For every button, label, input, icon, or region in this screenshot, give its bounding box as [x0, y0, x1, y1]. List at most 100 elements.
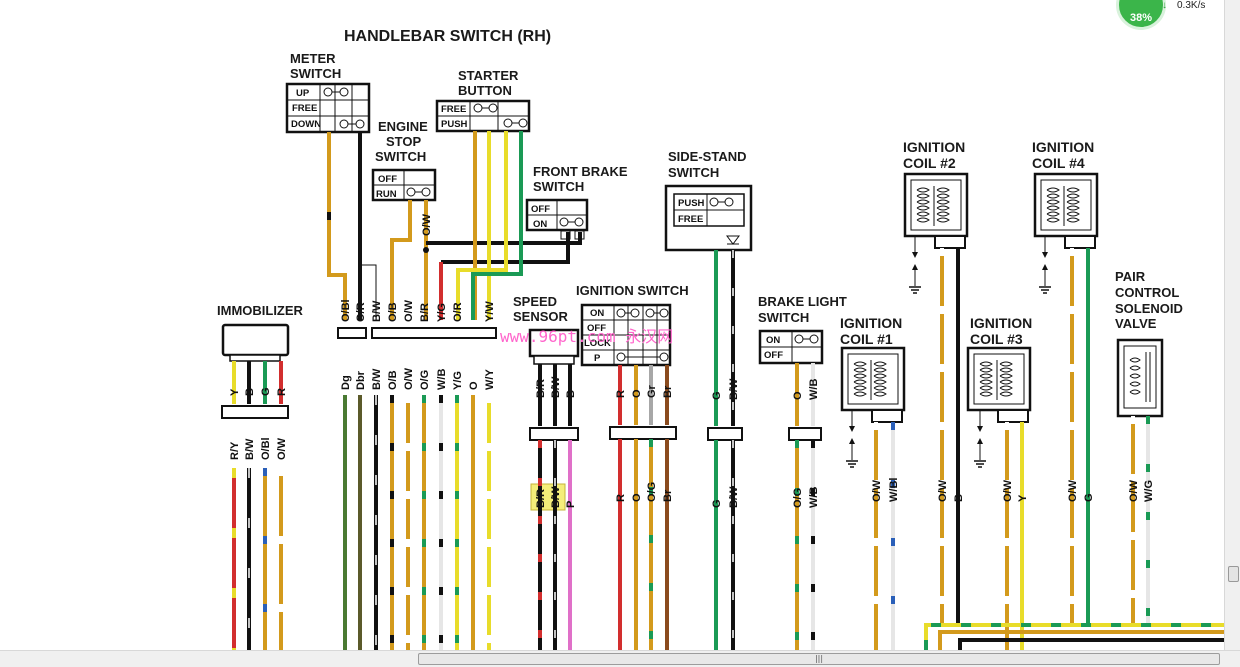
side-stand-switch-label: SIDE-STAND SWITCH [668, 149, 750, 180]
wire-label: O/W [1128, 479, 1140, 502]
horizontal-scrollbar[interactable]: ||| [0, 650, 1240, 667]
wire-label: O [792, 391, 804, 400]
side-stand-switch: PUSH FREE [664, 184, 753, 441]
wire-label: R [615, 390, 627, 398]
svg-text:O/W: O/W [421, 213, 433, 236]
brake-light-switch: ON OFF [758, 329, 824, 441]
side-stand-upper-wire-labels: G B/W [711, 378, 740, 400]
handlebar-connector [337, 327, 497, 339]
wire-label: R [615, 494, 627, 502]
wire-label: B/W [728, 378, 740, 400]
immobilizer [221, 323, 290, 419]
horizontal-scroll-thumb[interactable]: ||| [418, 653, 1220, 665]
svg-text:RUN: RUN [376, 189, 397, 200]
download-arrow-icon: ↓ [1162, 0, 1167, 11]
svg-text:PUSH: PUSH [678, 198, 705, 209]
wire-label: B/R [535, 379, 547, 398]
starter-button: FREE PUSH [435, 99, 531, 133]
wire-label: W/Bl [888, 478, 900, 502]
wire-label: G [711, 391, 723, 400]
brake-light-wires [795, 363, 815, 650]
vertical-scrollbar[interactable] [1224, 0, 1240, 650]
wire-label: O/W [937, 479, 949, 502]
wire-label: B/W [244, 438, 256, 460]
wire-label: Y [1017, 494, 1029, 502]
network-speed: ↓ 0.3K/s [1162, 0, 1220, 14]
wire-label: O/Bl [340, 299, 352, 322]
immobilizer-wires [232, 361, 283, 650]
wire-label: O/W [1002, 479, 1014, 502]
wire-label: O/B [387, 370, 399, 390]
wire-label: W/B [436, 369, 448, 390]
bottom-bus-wires [924, 623, 1224, 650]
starter-button-label: STARTER BUTTON [458, 68, 522, 98]
svg-text:OFF: OFF [764, 350, 783, 361]
pair-valve-label: PAIR CONTROL SOLENOID VALVE [1115, 269, 1187, 331]
engine-stop-switch-label: ENGINE STOP SWITCH [375, 119, 431, 164]
wire-label: O/W [871, 479, 883, 502]
wire-label: R/Y [229, 441, 241, 460]
vertical-scroll-thumb[interactable] [1228, 566, 1239, 582]
coil-wire-labels: O/W W/Bl [871, 478, 900, 502]
wire-label: O/W [403, 299, 415, 322]
wire-label: W/B [808, 487, 820, 508]
wire-label: O/R [452, 302, 464, 322]
ignition-switch-wires [618, 365, 669, 650]
wire-label: O [631, 389, 643, 398]
wire-label: G [1083, 493, 1095, 502]
wire-label: B/R [419, 303, 431, 322]
front-brake-switch-label: FRONT BRAKE SWITCH [533, 164, 631, 194]
wire-label: O [631, 493, 643, 502]
svg-text:LOCK: LOCK [584, 338, 611, 349]
wire-label: Br [662, 489, 674, 502]
meter-switch: UP FREE DOWN [285, 82, 371, 134]
wire-label: B/W [550, 486, 562, 508]
svg-text:DOWN: DOWN [291, 119, 321, 130]
wire-label: Y/W [484, 301, 496, 322]
pair-wires [1131, 416, 1150, 625]
immobilizer-label: IMMOBILIZER [217, 303, 304, 318]
side-stand-wires [714, 250, 735, 650]
svg-text:OFF: OFF [531, 204, 550, 215]
network-speed-value: 0.3K/s [1177, 0, 1206, 11]
svg-text:FREE: FREE [292, 103, 317, 114]
wire-label: Dbr [355, 370, 367, 390]
svg-text:FREE: FREE [441, 104, 466, 115]
wire-label: Y/G [436, 303, 448, 322]
wire-label: B [244, 388, 256, 396]
wire-label: B/W [550, 376, 562, 398]
wire-label: Y [229, 388, 241, 396]
brake-light-switch-label: BRAKE LIGHT SWITCH [758, 294, 850, 325]
wire-label: B/W [371, 300, 383, 322]
meter-switch-label: METER SWITCH [290, 51, 341, 81]
wire-label: O [468, 381, 480, 390]
wire-label: B [953, 494, 965, 502]
wire-label: B [565, 390, 577, 398]
svg-text:ON: ON [766, 335, 780, 346]
wire-label: Gr [646, 384, 658, 398]
wire-label: B/R [535, 489, 547, 508]
wire-label: Dg [340, 375, 352, 390]
wire-label: O/B [387, 302, 399, 322]
wire-label: O/W [403, 367, 415, 390]
wire-label: O/G [419, 370, 431, 390]
wire-label: O/Bl [260, 437, 272, 460]
diagram-title: HANDLEBAR SWITCH (RH) [344, 28, 551, 45]
pair-valve [1116, 338, 1164, 418]
